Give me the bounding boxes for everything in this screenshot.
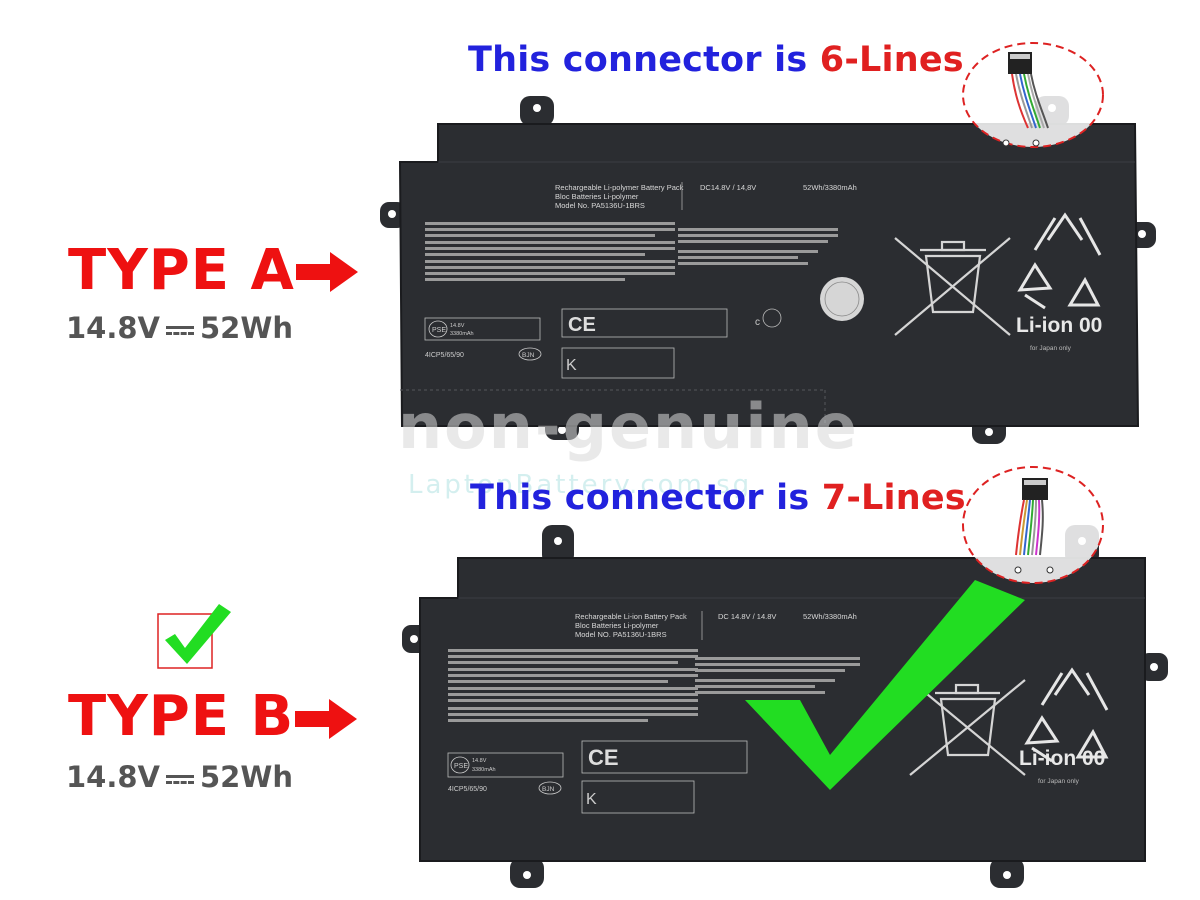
liion-label-a: Li-ion 00 — [1016, 314, 1102, 337]
red-arrow-icon — [296, 252, 358, 292]
liion-label-b: Li-ion 00 — [1019, 747, 1105, 770]
svg-text:K: K — [586, 791, 597, 808]
kc-box-a — [561, 347, 675, 379]
svg-text:14.8V: 14.8V — [450, 323, 465, 329]
green-check-icon — [157, 604, 231, 669]
pse-box-b — [447, 752, 564, 778]
connector-icon — [1002, 52, 1049, 147]
battery-a-cell-code: 4ICP5/65/90 — [425, 352, 464, 359]
connector-title-a: This connector is 6-Lines — [468, 40, 964, 80]
battery-a-header-1: Rechargeable Li-polymer Battery Pack — [555, 183, 684, 192]
kc-box-b — [581, 780, 695, 814]
battery-b-rating: DC 14.8V / 14.8V — [718, 612, 776, 621]
connector-lines-b: 7-Lines — [821, 478, 966, 518]
battery-b-caution-text — [448, 649, 860, 722]
ce-mark-icon — [581, 740, 748, 774]
battery-b-header-1: Rechargeable Li-ion Battery Pack — [575, 612, 687, 621]
svg-text:CE: CE — [588, 745, 619, 770]
svg-text:PSE: PSE — [432, 327, 446, 334]
svg-text:3380mAh: 3380mAh — [472, 767, 496, 773]
battery-a-header-3: Model No. PA5136U-1BRS — [555, 201, 645, 210]
recycle-icon — [1017, 212, 1102, 310]
battery-a-rating: DC14.8V / 14,8V — [700, 183, 756, 192]
battery-type-b: Rechargeable Li-ion Battery Pack Bloc Ba… — [402, 525, 1168, 888]
crossed-bin-icon — [909, 679, 1026, 776]
svg-text:3380mAh: 3380mAh — [450, 331, 474, 337]
connector-icon — [1014, 478, 1054, 574]
recycle-medallion-icon — [820, 277, 864, 321]
battery-a-capacity: 52Wh/3380mAh — [803, 183, 857, 192]
ce-mark-icon — [561, 308, 728, 338]
type-b-label: TYPE B — [68, 684, 295, 749]
svg-text:for Japan only: for Japan only — [1030, 345, 1072, 352]
connector-lines-a: 6-Lines — [819, 40, 964, 80]
pse-box-a — [424, 317, 541, 341]
battery-a-header-2: Bloc Batteries Li-polymer — [555, 192, 639, 201]
battery-b-capacity: 52Wh/3380mAh — [803, 612, 857, 621]
recycle-icon — [1024, 667, 1109, 763]
svg-text:CE: CE — [568, 314, 596, 336]
battery-b-cell-code: 4ICP5/65/90 — [448, 786, 487, 793]
battery-b-header-2: Bloc Batteries Li-polymer — [575, 621, 659, 630]
battery-type-a: Rechargeable Li-polymer Battery Pack Blo… — [380, 96, 1156, 444]
svg-text:BJN: BJN — [522, 352, 535, 359]
svg-text:for Japan only: for Japan only — [1038, 778, 1080, 785]
svg-text:PSE: PSE — [454, 763, 468, 770]
battery-a-caution-text — [425, 222, 838, 281]
battery-b-header-3: Model NO. PA5136U-1BRS — [575, 630, 667, 639]
svg-text:K: K — [566, 357, 577, 374]
svg-text:BJN: BJN — [542, 786, 555, 793]
connector-zoom-a — [962, 42, 1104, 148]
svg-text:14.8V: 14.8V — [472, 758, 487, 764]
type-a-label: TYPE A — [68, 238, 295, 303]
green-check-icon — [745, 580, 1025, 790]
watermark-site: LaptopBattery.com.sg — [408, 470, 753, 500]
crossed-bin-icon — [894, 237, 1011, 336]
svg-text:c: c — [755, 317, 760, 328]
red-arrow-icon — [295, 699, 357, 739]
connector-title-b: This connector is 7-Lines — [470, 478, 966, 518]
connector-zoom-b — [962, 466, 1104, 584]
watermark-main: non-genuine — [398, 390, 859, 463]
